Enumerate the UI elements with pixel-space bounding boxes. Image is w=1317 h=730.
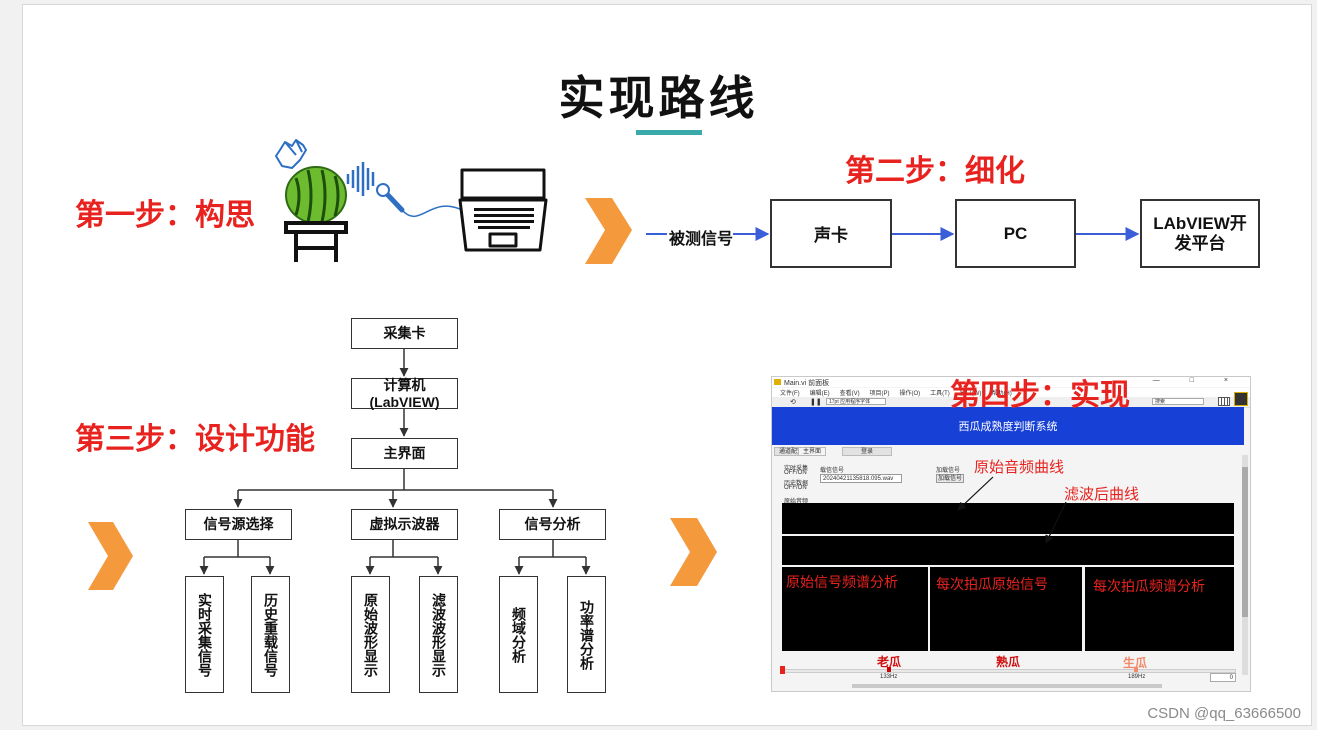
run-arrow-icon[interactable]: ⟲ (790, 399, 796, 406)
slider-marker-raw (1134, 667, 1138, 672)
hand-icon (275, 139, 307, 169)
menu-view[interactable]: 查看(V) (839, 391, 860, 397)
vi-icon (1234, 392, 1248, 406)
step-3-label: 第三步：设计功能 (75, 423, 315, 456)
acquisition-card-box: 采集卡 (351, 318, 458, 349)
step-4-label: 第四步：实现 (950, 379, 1130, 412)
pause-icon[interactable]: ❚❚ (810, 399, 822, 406)
tab-login[interactable]: 登录 (842, 447, 892, 456)
computer-labview-box: 计算机 (LabVIEW) (351, 377, 458, 410)
stool-icon (284, 221, 348, 262)
signal-analysis-box: 信号分析 (499, 509, 606, 540)
raw-spectrum-title: 原始信号频谱分析 (786, 574, 898, 590)
window-titlebar: Main.vi 前面板 — □ × (772, 377, 1250, 387)
scale-left-value: 133Hz (880, 674, 898, 680)
pc-box: PC (955, 199, 1076, 268)
menu-operate[interactable]: 操作(O) (899, 391, 921, 397)
chevron-arrow-icon (585, 198, 632, 264)
step-2-label: 第二步：细化 (845, 155, 1025, 188)
history-signal-box: 历史重载信号 (251, 576, 290, 693)
horizontal-scrollbar[interactable] (852, 684, 1162, 688)
window-controls[interactable]: — □ × (1152, 377, 1242, 384)
tree-connectors (199, 349, 591, 575)
page-title: 实现路线 (558, 72, 759, 124)
raw-waveform-graph (782, 503, 1234, 534)
realtime-label: 实时采集 (784, 466, 809, 472)
virtual-oscilloscope-box: 虚拟示波器 (351, 509, 458, 540)
labview-window: Main.vi 前面板 — □ × 文件(F) 编辑(E) 查看(V) 项目(P… (771, 376, 1251, 692)
raw-curve-annotation: 原始音频曲线 (974, 459, 1065, 476)
laptop-icon (458, 168, 548, 252)
tap-raw-signal-title: 每次拍瓜原始信号 (936, 576, 1048, 592)
frequency-analysis-box: 频域分析 (499, 576, 538, 693)
realtime-switch[interactable]: OFF/ON (784, 470, 807, 476)
title-underline (636, 130, 702, 135)
scale-label-ripe: 熟瓜 (996, 655, 1021, 669)
waveform-label: 原始音频 (784, 499, 809, 505)
raw-waveform-box: 原始波形显示 (351, 576, 390, 693)
filtered-curve-annotation: 滤波后曲线 (1064, 486, 1140, 503)
font-select[interactable]: 17pt 应用程序字体 (826, 398, 886, 405)
load-signal-label: 加载信号 (936, 468, 961, 474)
scrollbar-thumb[interactable] (1242, 467, 1248, 617)
sound-card-box: 声卡 (770, 199, 892, 268)
history-switch[interactable]: OFF/ON (784, 485, 807, 491)
slider-start-marker (780, 666, 785, 674)
menu-tools[interactable]: 工具(T) (930, 391, 950, 397)
realtime-signal-box: 实时采集信号 (185, 576, 224, 693)
load-signal-button[interactable]: 加载信号 (936, 474, 964, 483)
power-spectrum-box: 功率谱分析 (567, 576, 606, 693)
watermark: CSDN @qq_63666500 (1147, 705, 1301, 722)
menu-help[interactable]: 帮助(H) (991, 391, 1012, 397)
scale-label-raw: 生瓜 (1123, 656, 1148, 670)
chevron-arrow-icon (88, 522, 133, 590)
chevron-arrow-icon (670, 518, 717, 586)
raw-spectrum-panel (782, 567, 928, 651)
window-title: Main.vi 前面板 (784, 380, 830, 387)
file-label: 载信信号 (820, 468, 845, 474)
microphone-icon (376, 183, 463, 217)
tap-raw-signal-panel (930, 567, 1082, 651)
tab-bar: 通道配置 主界面 登录 (772, 447, 1242, 456)
sound-wave-icon (346, 162, 375, 196)
step-1-label: 第一步：构思 (75, 199, 255, 232)
tap-spectrum-title: 每次拍瓜频谱分析 (1093, 578, 1205, 594)
menu-project[interactable]: 项目(P) (869, 391, 890, 397)
search-input[interactable]: 搜索 (1152, 398, 1204, 405)
signal-source-box: 信号源选择 (185, 509, 292, 540)
tab-main[interactable]: 主界面 (798, 447, 827, 456)
slider-readout: 0 (1210, 673, 1236, 682)
history-label: 历史数据 (784, 481, 809, 487)
main-interface-box: 主界面 (351, 438, 458, 469)
grid-icon[interactable] (1218, 397, 1230, 406)
input-signal-label: 被测信号 (669, 231, 734, 248)
tap-spectrum-panel (1085, 567, 1234, 651)
scale-right-value: 189Hz (1128, 674, 1146, 680)
menu-edit[interactable]: 编辑(E) (809, 391, 830, 397)
slider-marker-old (887, 667, 891, 672)
labview-platform-box: LAbVIEW开发平台 (1140, 199, 1260, 268)
filtered-waveform-graph (782, 536, 1234, 565)
labview-app-icon (774, 379, 781, 385)
menu-window[interactable]: 窗口(W) (959, 391, 982, 397)
menu-file[interactable]: 文件(F) (780, 391, 800, 397)
menu-bar: 文件(F) 编辑(E) 查看(V) 项目(P) 操作(O) 工具(T) 窗口(W… (772, 388, 1250, 397)
app-header: 西瓜成熟度判断系统 (772, 407, 1244, 445)
scale-label-old: 老瓜 (877, 655, 902, 669)
filtered-waveform-box: 滤波波形显示 (419, 576, 458, 693)
file-path-field[interactable]: 20240421135818.095.wav (820, 474, 902, 483)
